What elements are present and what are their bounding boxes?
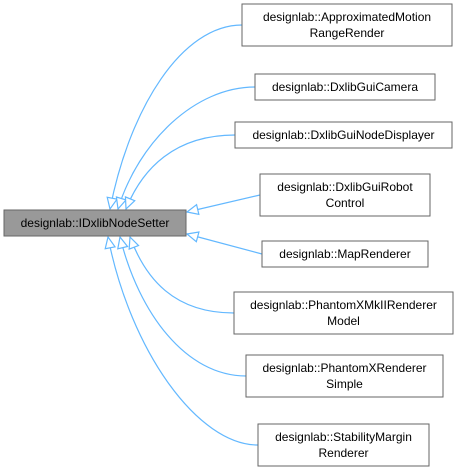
class-node-dxlib-gui-camera[interactable]: designlab::DxlibGuiCamera (254, 73, 436, 101)
class-node-map-renderer-box (261, 240, 429, 268)
edge-phantomx-renderer-simple-arrowhead (117, 235, 129, 250)
class-node-approximated-motion-range-render-label-line: designlab::ApproximatedMotion (263, 10, 431, 24)
class-node-dxlib-gui-camera-label-line: designlab::DxlibGuiCamera (272, 80, 418, 94)
class-node-dxlib-gui-node-displayer[interactable]: designlab::DxlibGuiNodeDisplayer (234, 121, 453, 149)
edge-phantomx-mkii-renderer-model-line (129, 236, 235, 314)
class-node-approximated-motion-range-render-label-line: RangeRender (310, 26, 385, 40)
base-class-node-box (3, 209, 187, 237)
edge-dxlib-gui-camera (115, 86, 256, 211)
base-class-node-label-line: designlab::IDxlibNodeSetter (21, 216, 170, 230)
class-node-phantomx-mkii-renderer-model-label-line: Model (327, 314, 360, 328)
edge-approximated-motion-range-render-arrowhead (106, 196, 119, 211)
class-node-dxlib-gui-camera-box (254, 73, 436, 101)
edge-stability-margin-renderer-arrowhead (104, 235, 117, 250)
inheritance-edges (104, 24, 263, 446)
class-node-map-renderer-label-line: designlab::MapRenderer (279, 247, 410, 261)
class-node-dxlib-gui-robot-control-box (259, 173, 431, 217)
class-node-phantomx-renderer-simple-box (245, 354, 444, 398)
edge-dxlib-gui-camera-arrowhead (115, 196, 128, 211)
class-node-dxlib-gui-robot-control-label-line: designlab::DxlibGuiRobot (277, 180, 413, 194)
edge-stability-margin-renderer (104, 235, 259, 446)
class-node-stability-margin-renderer-label-line: designlab::StabilityMargin (275, 430, 412, 444)
class-node-dxlib-gui-robot-control-label-line: Control (326, 196, 365, 210)
edge-dxlib-gui-node-displayer-arrowhead (124, 196, 136, 211)
edge-phantomx-renderer-simple (117, 235, 247, 377)
edge-phantomx-renderer-simple-line (119, 236, 247, 377)
class-node-phantomx-renderer-simple-label-line: designlab::PhantomXRenderer (262, 361, 426, 375)
edge-dxlib-gui-robot-control-arrowhead (185, 203, 200, 216)
edge-stability-margin-renderer-line (107, 236, 259, 446)
edge-approximated-motion-range-render (106, 24, 243, 211)
edge-dxlib-gui-camera-line (117, 86, 256, 210)
edge-map-renderer (185, 231, 263, 255)
edge-phantomx-mkii-renderer-model-arrowhead (128, 235, 140, 250)
class-node-dxlib-gui-node-displayer-label-line: designlab::DxlibGuiNodeDisplayer (252, 128, 434, 142)
class-node-approximated-motion-range-render-box (241, 3, 453, 47)
edge-phantomx-mkii-renderer-model (128, 235, 235, 314)
class-node-stability-margin-renderer-label-line: Renderer (318, 446, 368, 460)
class-node-map-renderer[interactable]: designlab::MapRenderer (261, 240, 429, 268)
edge-dxlib-gui-robot-control-line (186, 194, 261, 213)
class-node-phantomx-renderer-simple-label-line: Simple (326, 377, 363, 391)
edge-approximated-motion-range-render-line (109, 24, 243, 210)
edge-map-renderer-line (186, 233, 263, 255)
edge-dxlib-gui-node-displayer-line (125, 134, 236, 210)
class-node-stability-margin-renderer-box (257, 423, 430, 467)
class-node-phantomx-mkii-renderer-model-box (233, 291, 454, 335)
base-class-node[interactable]: designlab::IDxlibNodeSetter (3, 209, 187, 237)
edge-dxlib-gui-node-displayer (124, 134, 236, 211)
edge-map-renderer-arrowhead (185, 231, 200, 243)
class-nodes: designlab::IDxlibNodeSetter designlab::Ap… (3, 3, 454, 467)
class-node-dxlib-gui-node-displayer-box (234, 121, 453, 149)
edge-dxlib-gui-robot-control (185, 194, 261, 216)
class-node-phantomx-mkii-renderer-model-label-line: designlab::PhantomXMkIIRenderer (250, 298, 437, 312)
